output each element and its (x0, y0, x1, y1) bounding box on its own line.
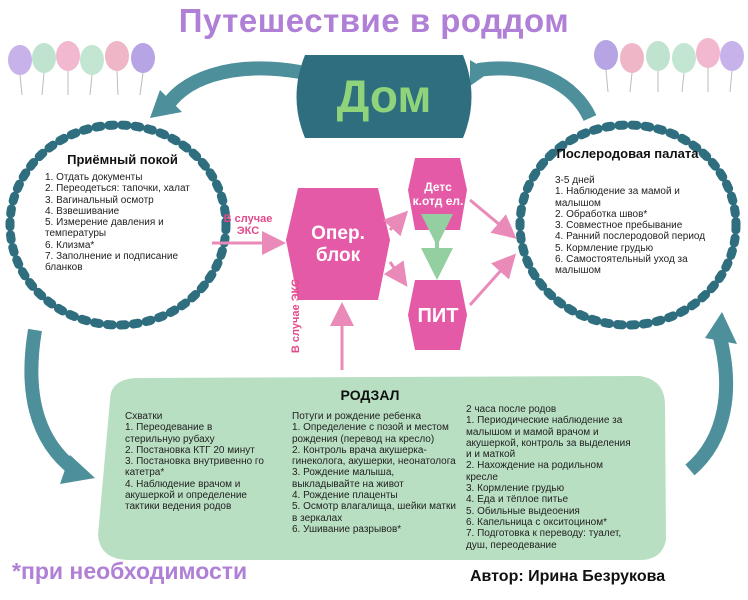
reception-title: Приёмный покой (67, 152, 178, 167)
home-label: Дом (336, 70, 432, 122)
delivery-item: 4. Рождение плаценты (292, 490, 398, 502)
arrow-postpartum-to-home (477, 61, 597, 122)
arrow-home-to-reception (158, 61, 302, 114)
reception-item: 6. Клизма* (45, 239, 95, 251)
emergency-cs-left: В случае ЭКС (223, 213, 273, 237)
delivery-item: 1. Переодевание в стерильную рубаху (125, 422, 215, 445)
delivery-item: 4. Наблюдение врачом и акушеркой и опред… (125, 478, 247, 513)
children-dept-label: Детс к.отд ел. (412, 180, 464, 208)
delivery-item: 1. Периодические наблюдение за малышом и… (466, 415, 631, 461)
reception-ring (5, 120, 231, 330)
balloons-left-icon (8, 41, 155, 96)
postpartum-item: 5. Кормление грудью (555, 242, 654, 254)
delivery-item: 2 часа после родов (466, 404, 557, 415)
delivery-item: 3. Рождение малыша, выкладывайте на живо… (292, 467, 404, 490)
postpartum-ring (515, 120, 741, 330)
arrow-reception-to-delivery (24, 328, 80, 476)
delivery-item: 3. Постановка внутривенно го катетра* (125, 456, 264, 479)
author: Автор: Ирина Безрукова (470, 568, 666, 585)
delivery-item: 7. Подготовка к переводу: туалет, душ, п… (466, 528, 622, 551)
home-box (296, 55, 472, 138)
delivery-item: Схватки (125, 411, 163, 422)
delivery-item: 5. Осмотр влагалища, шейки матки в зерка… (292, 501, 456, 524)
footnote: *при необходимости (12, 558, 248, 584)
op-block-label: Опер. блок (311, 223, 365, 266)
postpartum-item: 3. Совместное пребывание (555, 220, 683, 232)
delivery-item: 2. Контроль врача акушерка-гинеколога, а… (292, 444, 456, 468)
emergency-cs-bottom: В случае ЭКС (290, 278, 302, 354)
pit-label: ПИТ (417, 304, 459, 327)
reception-item: 1. Отдать документы (45, 172, 143, 183)
balloons-right-icon (594, 38, 744, 93)
delivery-title: РОДЗАЛ (340, 387, 400, 403)
delivery-item: 1. Определение с позой и местом рождения… (292, 422, 449, 445)
arrow-delivery-to-postpartum (685, 328, 734, 476)
delivery-item: 4. Еда и тёплое питье (466, 494, 569, 506)
reception-item: 7. Заполнение и подписание бланков (45, 251, 179, 274)
postpartum-item: 1. Наблюдение за мамой и малышом (555, 186, 680, 209)
reception-item: 3. Вагинальный осмотр (45, 194, 154, 206)
delivery-item: 2. Постановка КТГ 20 минут (125, 444, 255, 456)
page-title: Путешествие в роддом (178, 2, 570, 39)
reception-item: 4. Взвешивание (45, 205, 120, 217)
postpartum-item: 4. Ранний послеродовой период (555, 231, 706, 243)
postpartum-title: Послеродовая палата (556, 146, 699, 161)
delivery-item: Потуги и рождение ребенка (292, 411, 422, 422)
delivery-item: 2. Нахождение на родильном кресле (466, 460, 603, 483)
reception-item: 2. Переодеться: тапочки, халат (45, 183, 190, 195)
delivery-item: 5. Обильные выдеоения (466, 505, 580, 517)
op-block-box (286, 188, 390, 300)
pit-box (408, 280, 467, 350)
reception-item: 5. Измерение давления и температуры (45, 217, 164, 240)
postpartum-item: 6. Самостоятельный уход за малышом (555, 254, 688, 277)
postpartum-item: 3-5 дней (555, 175, 595, 186)
postpartum-item: 2. Обработка швов* (555, 208, 648, 220)
children-dept-box (408, 158, 467, 230)
delivery-room-box (98, 376, 666, 560)
delivery-item: 3. Кормление грудью (466, 483, 565, 495)
delivery-item: 6. Ушивание разрывов* (292, 523, 402, 535)
delivery-item: 6. Капельница с окситоцином* (466, 516, 607, 528)
